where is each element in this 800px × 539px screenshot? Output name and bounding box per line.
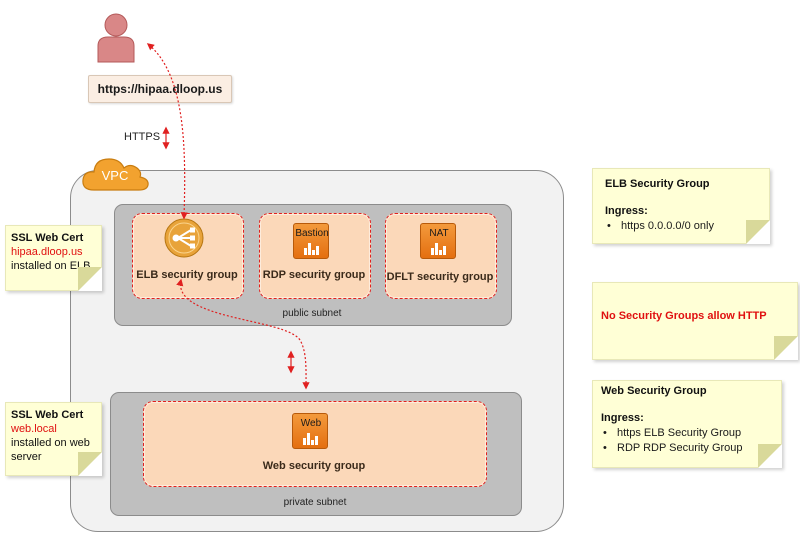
web-sg-label: Web security group — [262, 460, 366, 472]
rdp-sg-label: RDP security group — [262, 269, 366, 281]
ssl-cert-elb-title: SSL Web Cert — [11, 232, 84, 244]
load-balancer-icon — [164, 218, 204, 258]
http-note: No Security Groups allow HTTP — [592, 282, 798, 360]
elb-sg-note: ELB Security Group Ingress: https 0.0.0.… — [592, 168, 770, 244]
ssl-cert-elb-note: SSL Web Cert hipaa.dloop.us installed on… — [5, 225, 102, 291]
nat-icon-label: NAT — [429, 228, 449, 239]
elb-sg-label: ELB security group — [136, 269, 238, 281]
ssl-cert-web-installed-line1: installed on web — [11, 437, 90, 449]
web-sg-rule: https ELB Security Group — [601, 426, 743, 441]
elb-sg-note-title: ELB Security Group — [605, 178, 710, 190]
web-icon-label: Web — [300, 418, 322, 429]
note-fold — [78, 452, 102, 476]
elb-sg-note-ingress: Ingress: — [605, 205, 648, 217]
web-instance-icon: Web — [292, 413, 328, 449]
note-fold — [78, 267, 102, 291]
web-sg-note-title: Web Security Group — [601, 385, 707, 397]
bars-icon — [304, 243, 320, 255]
public-subnet-label: public subnet — [282, 308, 342, 319]
bastion-icon-label: Bastion — [295, 228, 329, 239]
vpc-label: VPC — [101, 168, 129, 183]
ssl-cert-web-domain: web.local — [11, 423, 57, 435]
private-subnet-label: private subnet — [283, 497, 347, 508]
https-connection-elb-web — [176, 278, 310, 390]
dflt-sg-label: DFLT security group — [386, 271, 494, 283]
elb-sg-rules: https 0.0.0.0/0 only — [605, 219, 714, 234]
elb-sg-rule: https 0.0.0.0/0 only — [605, 219, 714, 234]
ssl-cert-web-installed-line2: server — [11, 451, 42, 463]
ssl-cert-elb-domain: hipaa.dloop.us — [11, 246, 83, 258]
nat-instance-icon: NAT — [420, 223, 456, 259]
web-sg-rule: RDP RDP Security Group — [601, 441, 743, 456]
web-sg-note-ingress: Ingress: — [601, 412, 644, 424]
bars-icon — [431, 243, 447, 255]
web-sg-rules: https ELB Security Group RDP RDP Securit… — [601, 426, 743, 456]
bars-icon — [303, 433, 319, 445]
web-sg-note: Web Security Group Ingress: https ELB Se… — [592, 380, 782, 468]
note-fold — [758, 444, 782, 468]
https-connection-user-elb — [146, 43, 188, 220]
ssl-cert-web-title: SSL Web Cert — [11, 409, 84, 421]
ssl-cert-web-note: SSL Web Cert web.local installed on web … — [5, 402, 102, 476]
user-icon — [97, 13, 135, 63]
note-fold — [746, 220, 770, 244]
ssl-cert-elb-installed: installed on ELB — [11, 260, 91, 272]
bastion-instance-icon: Bastion — [293, 223, 329, 259]
http-note-text: No Security Groups allow HTTP — [601, 310, 767, 322]
note-fold — [774, 336, 798, 360]
